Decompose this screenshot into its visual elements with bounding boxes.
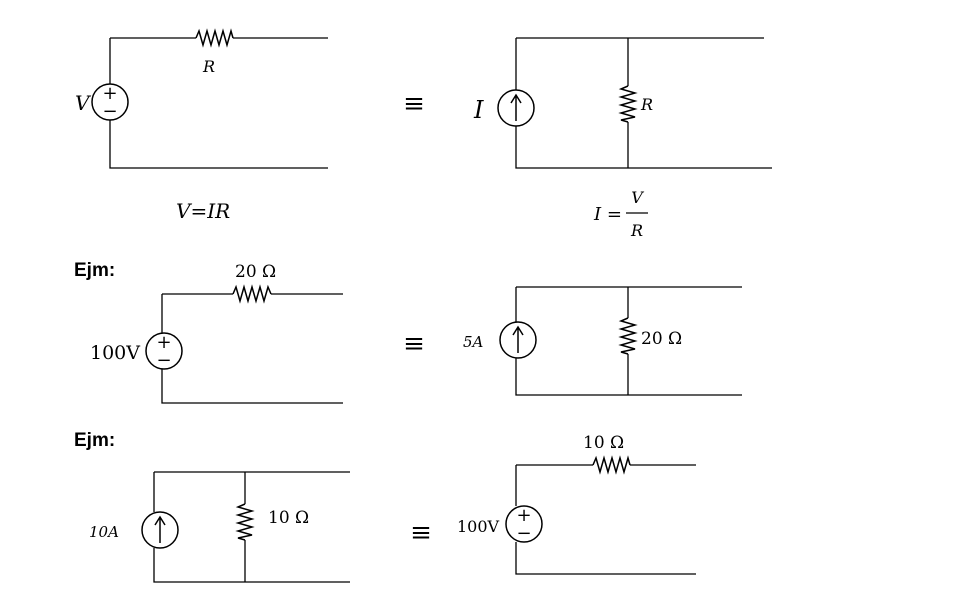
circuit-voltage-source-example2: + − 100V 10 Ω bbox=[457, 433, 696, 575]
plus-sign: + bbox=[516, 505, 531, 526]
plus-sign: + bbox=[156, 332, 171, 353]
equivalence-symbol: ≡ bbox=[410, 518, 432, 548]
ohms-law-formula: V=IR bbox=[176, 199, 230, 223]
equivalence-symbol: ≡ bbox=[403, 329, 425, 359]
voltage-label: V bbox=[75, 91, 92, 115]
current-value-label: 5A bbox=[463, 333, 484, 351]
circuit-voltage-source-example1: + − 100V 20 Ω bbox=[90, 262, 343, 404]
arrow-up-icon bbox=[510, 93, 522, 121]
series-resistor-value-label: 10 Ω bbox=[583, 433, 624, 453]
voltage-value-label: 100V bbox=[457, 517, 500, 536]
current-value-label: 10A bbox=[89, 523, 119, 541]
series-resistor-label: R bbox=[202, 57, 215, 76]
plus-sign: + bbox=[102, 83, 117, 104]
arrow-up-icon bbox=[154, 515, 166, 543]
voltage-source-general bbox=[91, 83, 129, 121]
arrow-up-icon bbox=[512, 325, 524, 353]
minus-sign: − bbox=[156, 350, 171, 371]
voltage-source-example2 bbox=[505, 505, 543, 543]
circuit-current-source-example1: 5A 20 Ω bbox=[463, 286, 742, 396]
current-formula-denominator: R bbox=[630, 221, 643, 240]
example-label-2: Ejm: bbox=[74, 430, 115, 451]
minus-sign: − bbox=[516, 523, 531, 544]
resistor-series-example2 bbox=[592, 455, 631, 475]
current-formula-lhs: I = bbox=[593, 204, 622, 225]
resistor-parallel-example1 bbox=[618, 317, 638, 355]
resistor-series-general bbox=[195, 28, 234, 48]
current-label: I bbox=[473, 96, 484, 124]
equivalence-symbol: ≡ bbox=[403, 89, 425, 119]
voltage-source-example1 bbox=[145, 332, 183, 370]
resistor-parallel-example2 bbox=[235, 503, 255, 541]
example-label-1: Ejm: bbox=[74, 260, 115, 281]
circuit-current-source-general: I R I = V R bbox=[473, 37, 772, 240]
circuit-voltage-source-general: + − V R V=IR bbox=[75, 28, 328, 223]
current-formula-numerator: V bbox=[631, 188, 644, 207]
circuit-current-source-example2: 10A 10 Ω bbox=[89, 471, 350, 583]
resistor-parallel-general bbox=[618, 85, 638, 123]
minus-sign: − bbox=[102, 101, 117, 122]
voltage-value-label: 100V bbox=[90, 342, 140, 364]
parallel-resistor-value-label: 10 Ω bbox=[268, 508, 309, 528]
parallel-resistor-label: R bbox=[640, 95, 653, 114]
parallel-resistor-value-label: 20 Ω bbox=[641, 329, 682, 349]
resistor-series-example1 bbox=[232, 284, 272, 304]
series-resistor-value-label: 20 Ω bbox=[235, 262, 276, 282]
